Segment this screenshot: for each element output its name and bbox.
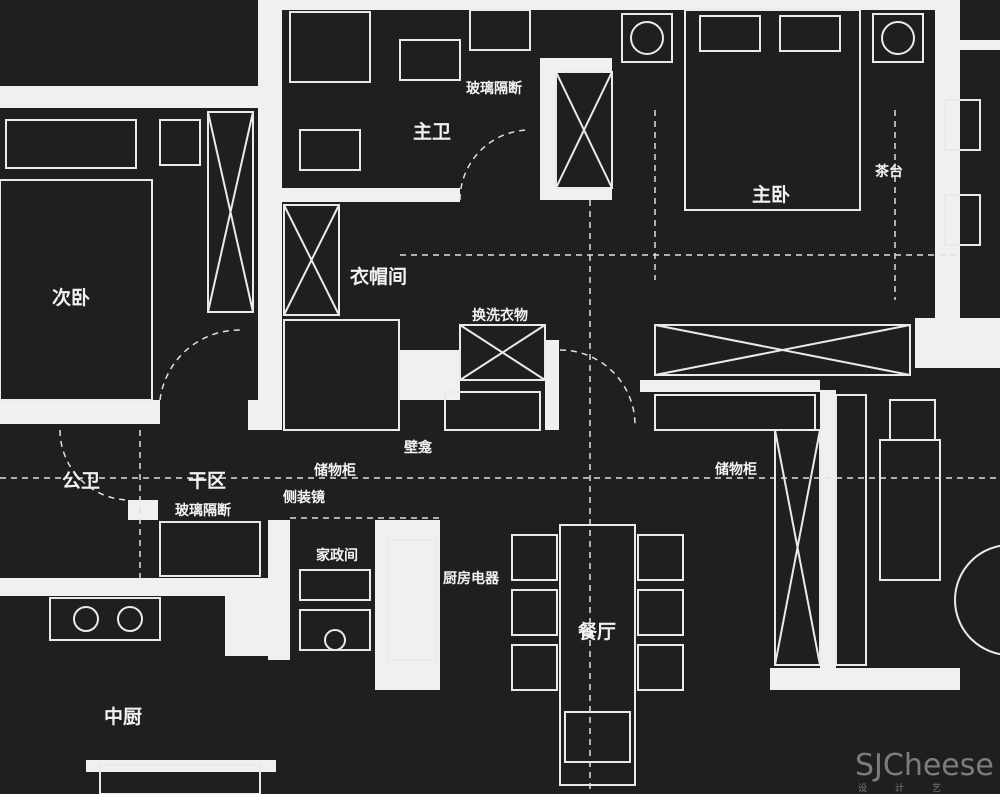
label-glass-partition-bottom: 玻璃隔断 xyxy=(175,503,231,519)
label-side-mirror: 侧装镜 xyxy=(283,490,325,506)
watermark-sub: 设计艺士 xyxy=(858,784,970,794)
label-chinese-kitchen: 中厨 xyxy=(104,706,143,728)
label-niche: 壁龛 xyxy=(404,440,432,456)
dimension-lines xyxy=(0,110,1000,794)
label-second-bedroom: 次卧 xyxy=(52,287,91,309)
label-master-bath: 主卫 xyxy=(413,121,452,143)
label-walk-in-closet: 衣帽间 xyxy=(350,266,408,288)
label-glass-partition-top: 玻璃隔断 xyxy=(466,81,522,97)
label-laundry-clothes: 换洗衣物 xyxy=(472,308,528,324)
label-public-bath: 公卫 xyxy=(62,470,101,492)
label-storage-right: 储物柜 xyxy=(715,462,757,478)
label-master-bedroom: 主卧 xyxy=(752,184,791,206)
furniture xyxy=(0,9,1000,794)
label-kitchen-appliances: 厨房电器 xyxy=(443,571,499,587)
walls xyxy=(0,0,1000,772)
label-dining-room: 餐厅 xyxy=(578,621,617,643)
label-utility-room: 家政间 xyxy=(316,548,358,564)
watermark-brand: SJCheese xyxy=(855,748,994,783)
label-tea-table: 茶台 xyxy=(875,164,903,180)
label-storage-left: 储物柜 xyxy=(314,463,356,479)
label-dry-area: 干区 xyxy=(188,470,227,492)
